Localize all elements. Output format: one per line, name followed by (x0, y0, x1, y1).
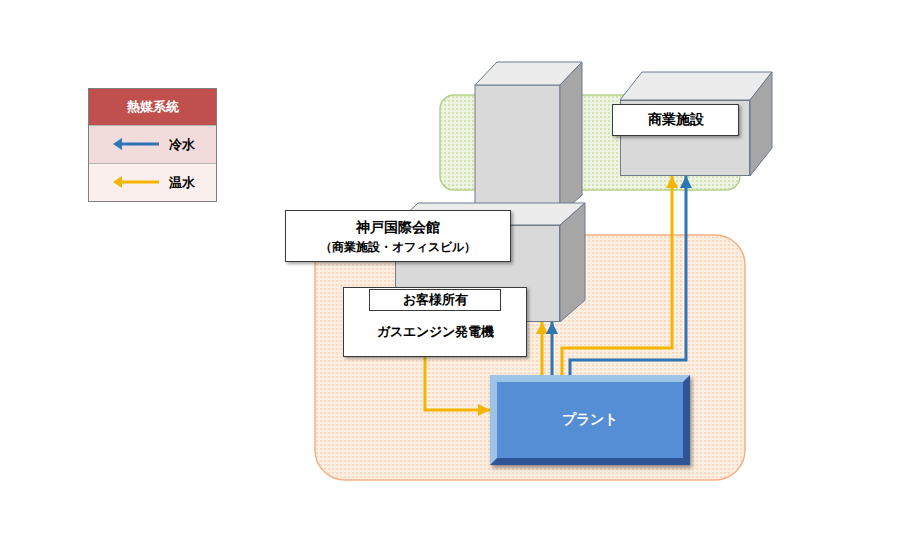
owner-label: お客様所有 (378, 291, 492, 309)
building-label: 商業施設 (612, 104, 739, 136)
gas-engine-box: お客様所有ガスエンジン発電機 (343, 287, 527, 357)
box-label: プラント (562, 411, 618, 429)
building-name: 神戸国際会館 (298, 216, 498, 238)
warm-water-pipe (562, 176, 672, 375)
commercial-building: 商業施設 (620, 100, 750, 176)
legend-title: 熱媒系統 (127, 99, 179, 114)
legend-label: 冷水 (169, 136, 195, 154)
equipment-name: ガスエンジン発電機 (344, 323, 526, 341)
legend-header: 熱媒系統 (89, 89, 216, 125)
warm-water-pipe (541, 322, 544, 375)
building-note: （商業施設・オフィスビル） (298, 238, 498, 256)
legend-label: 温水 (169, 174, 195, 192)
owner-tag: お客様所有 (369, 289, 501, 311)
cold-water-pipe (551, 322, 554, 375)
building-name: 商業施設 (623, 111, 728, 129)
cold-water-pipe (570, 176, 686, 375)
plant-box: プラント (490, 375, 690, 465)
legend: 熱媒系統 冷水 温水 (88, 88, 217, 202)
legend-row: 冷水 (89, 125, 216, 163)
building-label: 神戸国際会館（商業施設・オフィスビル） (285, 210, 511, 262)
warm-water-arrow-sample (111, 172, 161, 192)
warm-water-pipe (425, 357, 490, 410)
cold-water-arrow-sample (111, 134, 161, 154)
legend-row: 温水 (89, 163, 216, 201)
